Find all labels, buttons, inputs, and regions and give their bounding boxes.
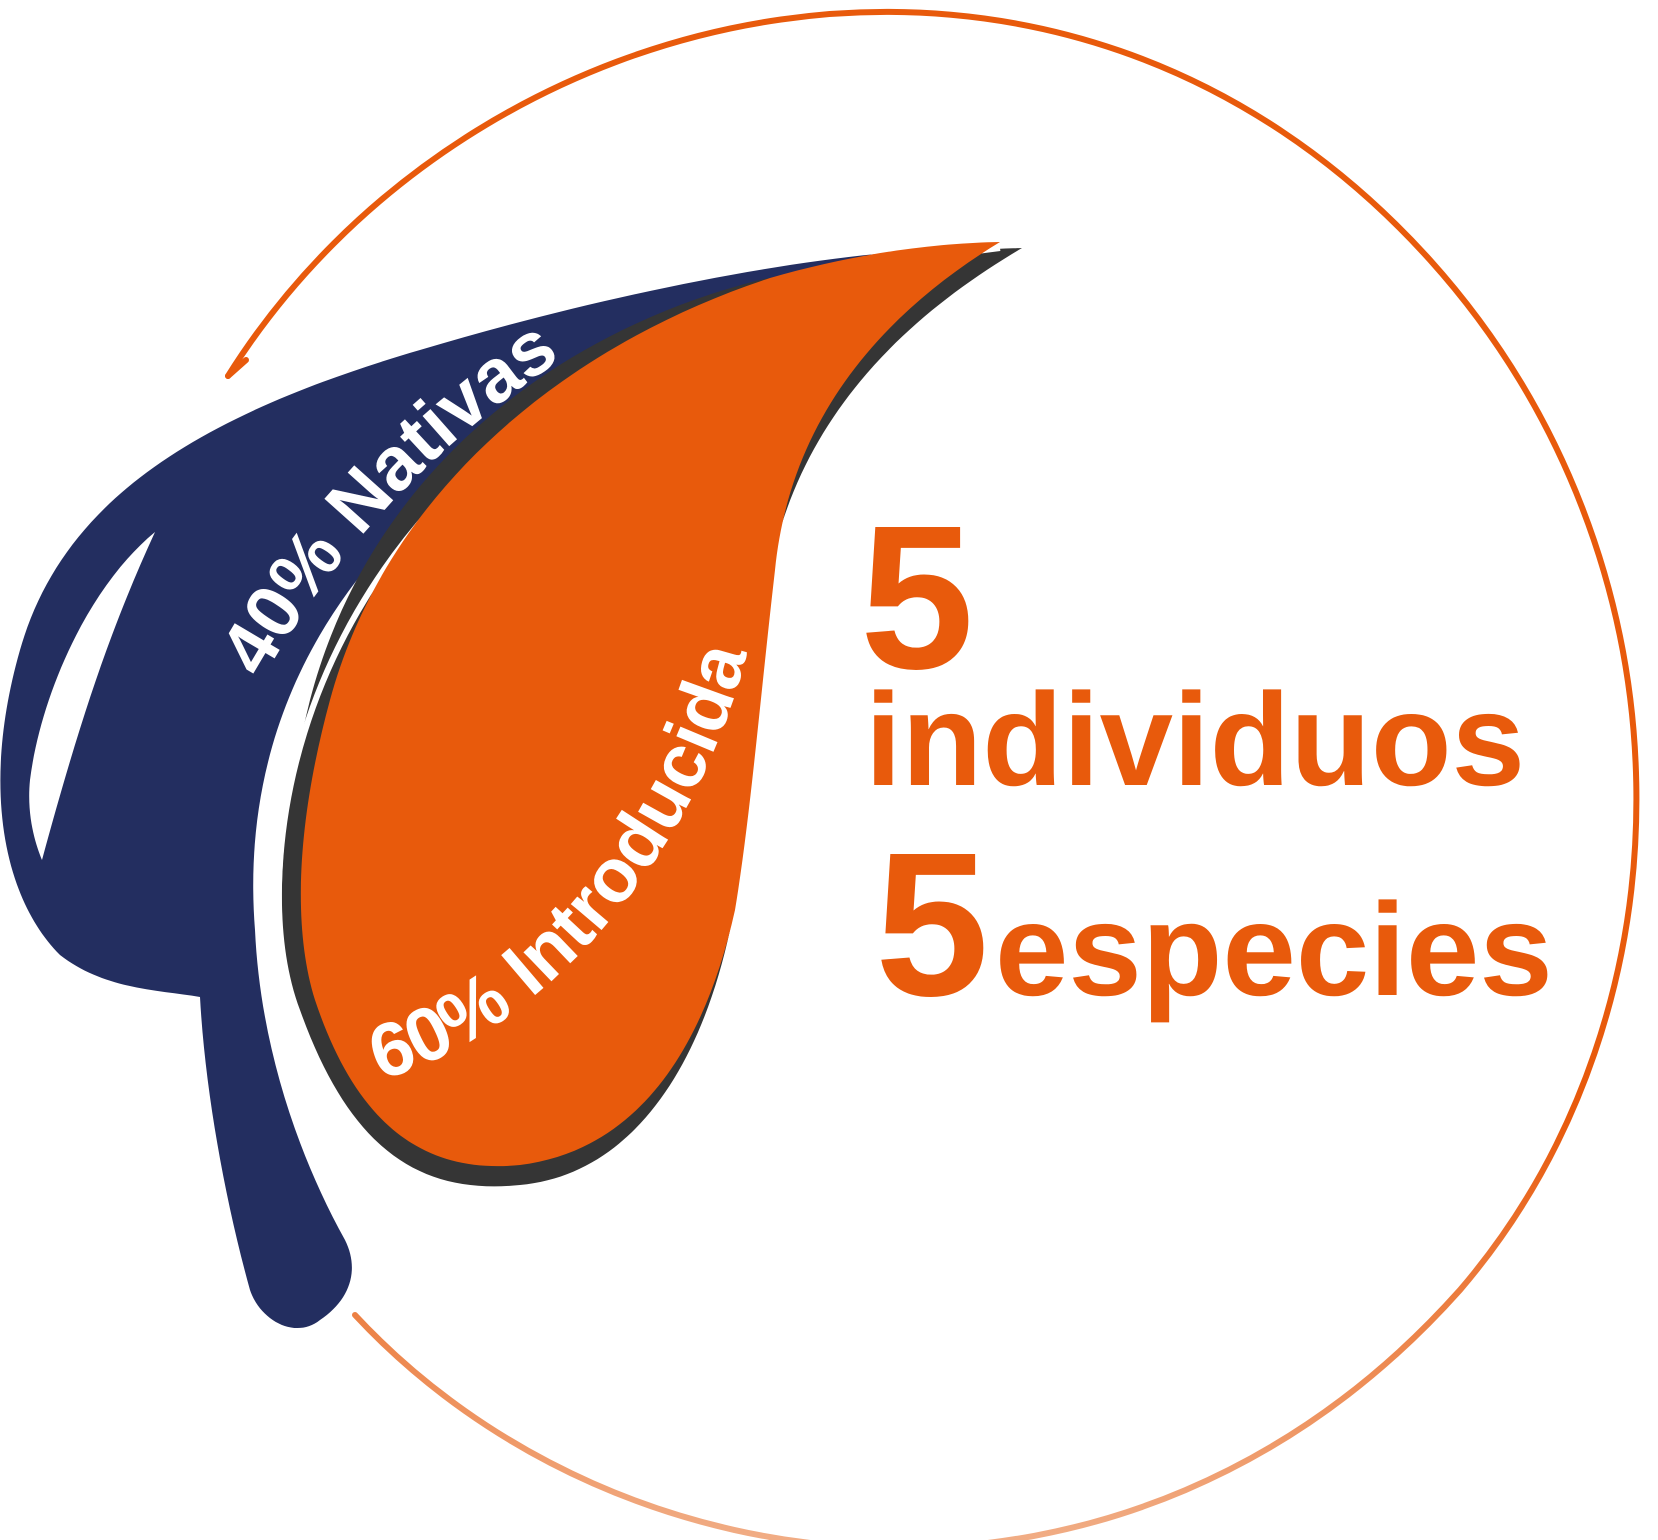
individuals-count: 5 [860, 483, 974, 712]
species-count: 5 [875, 810, 989, 1039]
native-leaf-shape [0, 248, 1010, 1329]
individuals-label: individuos [865, 666, 1525, 813]
outer-ring-arc [225, 9, 1640, 1540]
leaf-vein [29, 532, 155, 860]
species-label: especies [995, 876, 1553, 1023]
ring-end-tick [225, 357, 249, 379]
introduced-leaf-shape [300, 242, 1001, 1167]
